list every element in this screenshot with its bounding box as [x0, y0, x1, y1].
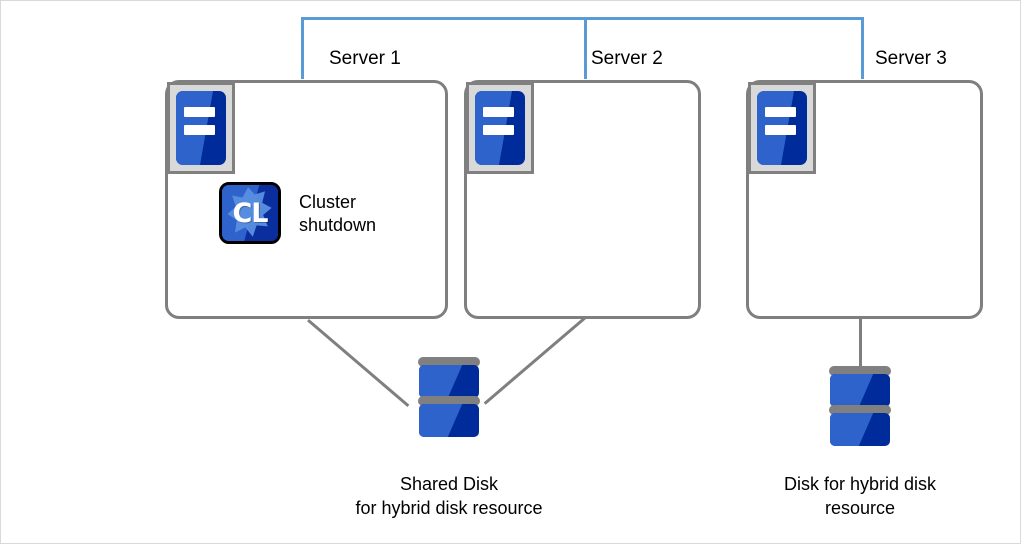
- disk-body: [419, 404, 479, 437]
- connector-server1-to-shared-disk: [307, 319, 410, 408]
- server-icon-bar: [184, 107, 215, 117]
- server-label-1: Server 1: [329, 48, 401, 69]
- server-icon: [167, 82, 235, 174]
- server-icon: [466, 82, 534, 174]
- disk-plate: [829, 366, 891, 376]
- cluster-shutdown-label: Cluster shutdown: [299, 192, 377, 236]
- cluster-icon[interactable]: CL: [219, 182, 281, 244]
- server-icon-bar: [765, 107, 796, 117]
- cluster-icon-label: CL: [232, 197, 268, 229]
- network-bus-horizontal: [301, 17, 864, 20]
- disk-plate: [829, 405, 891, 415]
- disk-body: [830, 413, 890, 446]
- server-label-3: Server 3: [875, 48, 947, 69]
- disk-icon[interactable]: [418, 357, 480, 445]
- server-icon-bar: [184, 125, 215, 135]
- server-icon: [748, 82, 816, 174]
- connector-server2-to-shared-disk: [483, 316, 586, 405]
- disk-plate: [418, 357, 480, 367]
- server-icon-face: [176, 91, 226, 165]
- disk-icon[interactable]: [829, 366, 891, 454]
- server-icon-face: [475, 91, 525, 165]
- server-box-2[interactable]: [464, 80, 701, 319]
- shared-disk-caption-line2: for hybrid disk resource: [355, 498, 543, 518]
- server-icon-bar: [765, 125, 796, 135]
- connector-server3-to-local-disk: [859, 319, 862, 371]
- network-drop-server-1: [301, 17, 304, 79]
- disk-body: [830, 374, 890, 407]
- network-drop-server-3: [861, 17, 864, 79]
- server-icon-face: [757, 91, 807, 165]
- network-drop-server-2: [584, 17, 587, 79]
- server-icon-bar: [483, 107, 514, 117]
- server-label-2: Server 2: [591, 48, 663, 69]
- disk-plate: [418, 396, 480, 406]
- disk-body: [419, 365, 479, 398]
- local-disk-caption-line1: Disk for hybrid disk: [783, 474, 937, 494]
- local-disk-caption-line2: resource: [824, 498, 896, 518]
- shared-disk-caption-line1: Shared Disk: [399, 474, 499, 494]
- server-icon-bar: [483, 125, 514, 135]
